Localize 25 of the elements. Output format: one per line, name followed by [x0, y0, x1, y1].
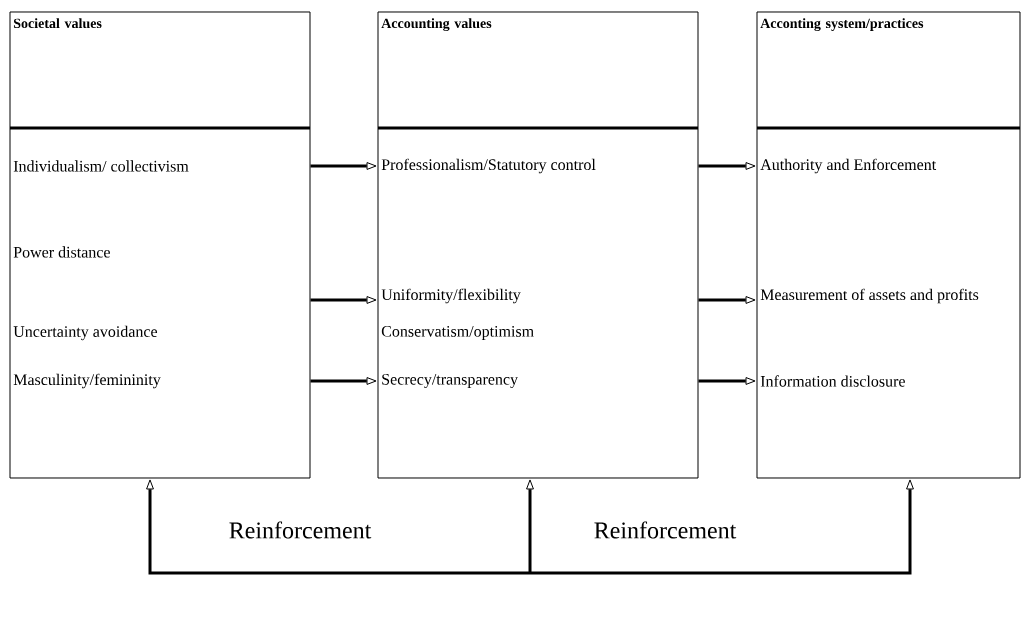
list-item: Conservatism/optimism — [381, 326, 534, 340]
list-item: Uniformity/flexibility — [381, 288, 521, 304]
header-text: Accounting values — [381, 18, 492, 31]
list-item: Uncertainty avoidance — [13, 325, 158, 341]
header-text: Acconting system/practices — [760, 18, 924, 31]
list-item: Individualism/ collectivism — [13, 160, 189, 172]
list-item: Power distance — [13, 246, 110, 258]
list-item: Secrecy/transparency — [382, 373, 518, 388]
arrow — [310, 162, 377, 170]
loop-label: Reinforcement — [594, 521, 737, 539]
feedback-arrow — [530, 479, 914, 575]
loop-label: Reinforcement — [229, 521, 372, 539]
list-item: Measurement of assets and profits — [760, 288, 979, 304]
arrow — [310, 296, 377, 304]
list-item: Masculinity/femininity — [13, 373, 161, 389]
list-item: Information disclosure — [760, 375, 905, 387]
list-item: Professionalism/Statutory control — [381, 158, 596, 174]
arrow — [698, 162, 756, 170]
arrow — [698, 296, 756, 304]
header-text: Societal values — [13, 18, 102, 29]
arrow — [310, 377, 377, 385]
feedback-arrow — [146, 479, 530, 575]
arrow — [698, 377, 756, 385]
feedback-arrow — [526, 479, 534, 573]
list-item: Authority and Enforcement — [760, 158, 937, 174]
